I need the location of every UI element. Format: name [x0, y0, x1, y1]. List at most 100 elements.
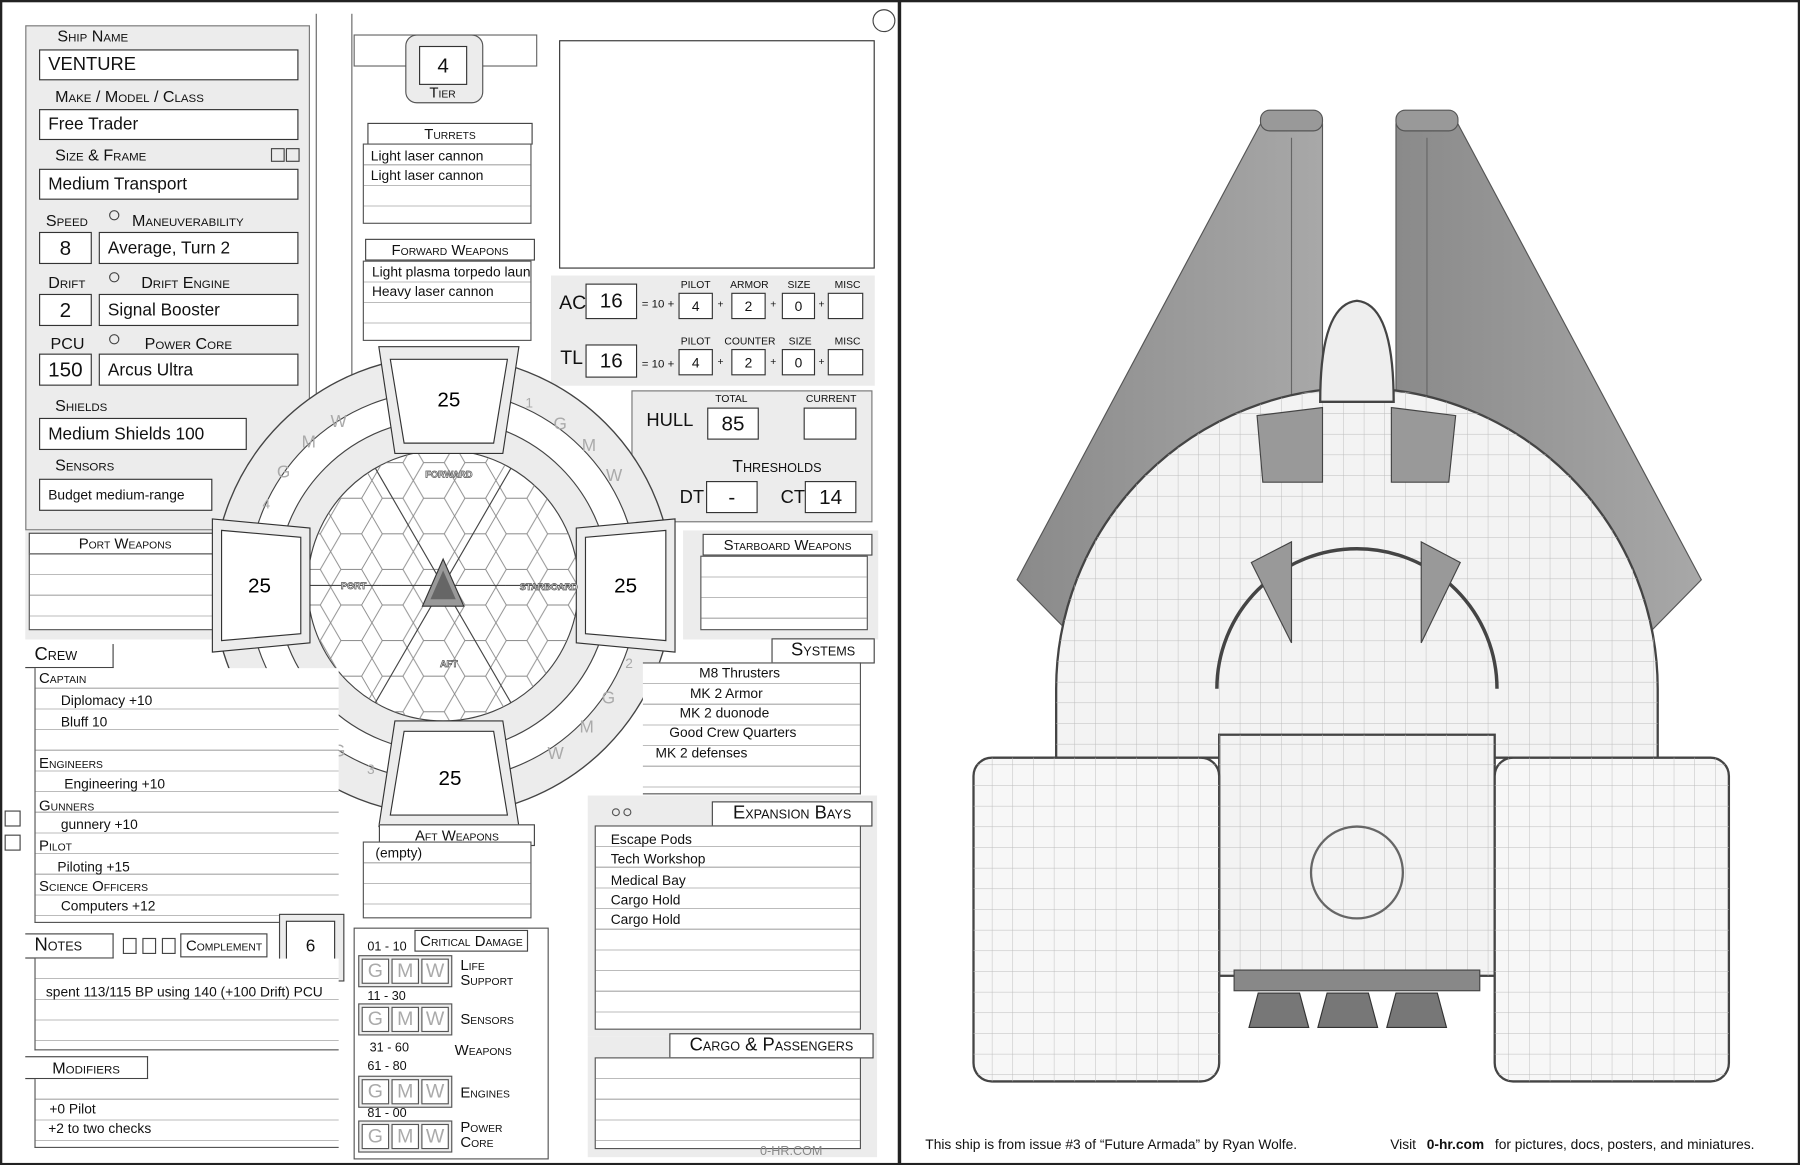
ring-marker[interactable]: W: [331, 411, 348, 431]
port-shield-value[interactable]: 25: [248, 574, 271, 597]
drift-field[interactable]: 2: [39, 293, 92, 327]
crew-skill[interactable]: Diplomacy +10: [60, 692, 153, 709]
checkbox[interactable]: [270, 148, 285, 162]
ring-marker[interactable]: M: [579, 716, 593, 736]
wrecked-checkbox[interactable]: W: [421, 1123, 449, 1150]
aft-weapon-item[interactable]: (empty): [375, 844, 423, 861]
tl-field[interactable]: 16: [585, 344, 638, 378]
ship-name-field[interactable]: VENTURE: [39, 49, 299, 81]
make-field[interactable]: Free Trader: [39, 109, 299, 141]
malfunctioning-checkbox[interactable]: M: [391, 1123, 420, 1150]
crew-skill[interactable]: Bluff 10: [60, 714, 108, 731]
radio-dot[interactable]: [109, 210, 120, 221]
modifier-item[interactable]: +2 to two checks: [48, 1120, 152, 1137]
ring-marker[interactable]: G: [554, 413, 567, 433]
ac-armor-field[interactable]: 2: [731, 292, 766, 320]
ac-col-label: ARMOR: [730, 278, 769, 291]
site-link[interactable]: 0-hr.com: [1426, 1136, 1485, 1153]
wrecked-checkbox[interactable]: W: [421, 1006, 449, 1033]
crew-skill[interactable]: Computers +12: [60, 897, 156, 914]
wrecked-checkbox[interactable]: W: [421, 958, 449, 984]
notes-text[interactable]: spent 113/115 BP using 140 (+100 Drift) …: [45, 983, 323, 1000]
ac-misc-field[interactable]: [827, 292, 864, 320]
notes-area[interactable]: [34, 958, 339, 1051]
radio-dot[interactable]: [611, 808, 620, 817]
sensors-field[interactable]: Budget medium-range: [39, 478, 213, 511]
plus-sign: +: [818, 298, 825, 310]
ship-image-box[interactable]: [559, 40, 875, 269]
glitching-checkbox[interactable]: G: [361, 958, 390, 984]
checkbox[interactable]: [142, 937, 157, 954]
ac-field[interactable]: 16: [585, 283, 638, 320]
ring-marker[interactable]: W: [606, 465, 623, 485]
malfunctioning-checkbox[interactable]: M: [391, 1006, 420, 1033]
ring-marker[interactable]: M: [582, 435, 596, 455]
system-item[interactable]: M8 Thrusters: [699, 664, 781, 681]
glitching-checkbox[interactable]: G: [361, 1006, 390, 1033]
wrecked-checkbox[interactable]: W: [421, 1079, 449, 1105]
aft-shield-value[interactable]: 25: [439, 767, 462, 790]
checkbox[interactable]: [4, 834, 21, 851]
system-item[interactable]: MK 2 Armor: [689, 685, 763, 702]
malfunctioning-checkbox[interactable]: M: [391, 958, 420, 984]
forward-weapon-item[interactable]: Light plasma torpedo laun: [371, 264, 531, 281]
system-item[interactable]: Good Crew Quarters: [669, 724, 797, 741]
hull-total-field[interactable]: 85: [707, 407, 759, 440]
radio-dot[interactable]: [623, 808, 632, 817]
starboard-shield-value[interactable]: 25: [614, 574, 637, 597]
maneuver-field[interactable]: Average, Turn 2: [98, 231, 299, 265]
tl-misc-field[interactable]: [827, 348, 864, 376]
pcu-field[interactable]: 150: [39, 353, 92, 386]
turret-item[interactable]: Light laser cannon: [370, 148, 484, 165]
starboard-weapons-list[interactable]: [700, 555, 868, 631]
crew-skill[interactable]: gunnery +10: [60, 816, 138, 833]
crew-skill[interactable]: Piloting +15: [57, 858, 130, 875]
ring-marker[interactable]: M: [302, 432, 316, 452]
checkbox[interactable]: [161, 937, 176, 954]
turret-item[interactable]: Light laser cannon: [370, 167, 484, 184]
tl-size-field[interactable]: 0: [781, 348, 816, 376]
tl-pilot-field[interactable]: 4: [678, 348, 713, 376]
tier-field[interactable]: 4: [419, 45, 468, 85]
expansion-bay-item[interactable]: Tech Workshop: [610, 850, 706, 867]
expansion-bay-item[interactable]: Cargo Hold: [610, 891, 681, 909]
checkbox[interactable]: [122, 937, 137, 954]
ring-marker[interactable]: G: [602, 688, 615, 708]
system-item[interactable]: MK 2 duonode: [679, 704, 770, 721]
cargo-list[interactable]: [594, 1057, 861, 1150]
checkbox[interactable]: [285, 148, 300, 162]
dt-field[interactable]: -: [706, 481, 758, 514]
ring-marker[interactable]: G: [277, 462, 290, 482]
checkbox[interactable]: [4, 810, 21, 827]
radio-dot[interactable]: [109, 334, 120, 345]
glitching-checkbox[interactable]: G: [361, 1079, 390, 1105]
modifier-item[interactable]: +0 Pilot: [49, 1100, 96, 1118]
forward-shield-value[interactable]: 25: [437, 388, 460, 411]
drift-engine-field[interactable]: Signal Booster: [98, 293, 299, 327]
expansion-bay-item[interactable]: Escape Pods: [610, 831, 692, 848]
crew-skill[interactable]: Engineering +10: [64, 776, 166, 793]
tl-counter-field[interactable]: 2: [731, 348, 766, 376]
shields-field[interactable]: Medium Shields 100: [39, 417, 247, 451]
port-weapons-list[interactable]: [28, 553, 219, 631]
glitching-checkbox[interactable]: G: [361, 1123, 390, 1150]
ct-field[interactable]: 14: [804, 481, 857, 514]
speed-field[interactable]: 8: [39, 231, 92, 265]
malfunctioning-checkbox[interactable]: M: [391, 1079, 420, 1105]
radio-dot[interactable]: [109, 272, 120, 283]
hull-body: [1055, 299, 1659, 992]
hull-current-field[interactable]: [803, 407, 857, 440]
ac-pilot-field[interactable]: 4: [678, 292, 713, 320]
expansion-bay-item[interactable]: Medical Bay: [610, 872, 686, 889]
forward-weapon-item[interactable]: Heavy laser cannon: [371, 283, 494, 300]
ring-marker[interactable]: W: [548, 743, 565, 763]
system-item[interactable]: MK 2 defenses: [655, 745, 748, 762]
size-field[interactable]: Medium Transport: [39, 168, 299, 200]
expansion-bay-item[interactable]: Cargo Hold: [610, 911, 681, 928]
power-core-field[interactable]: Arcus Ultra: [98, 353, 299, 386]
ac-size-field[interactable]: 0: [781, 292, 816, 320]
